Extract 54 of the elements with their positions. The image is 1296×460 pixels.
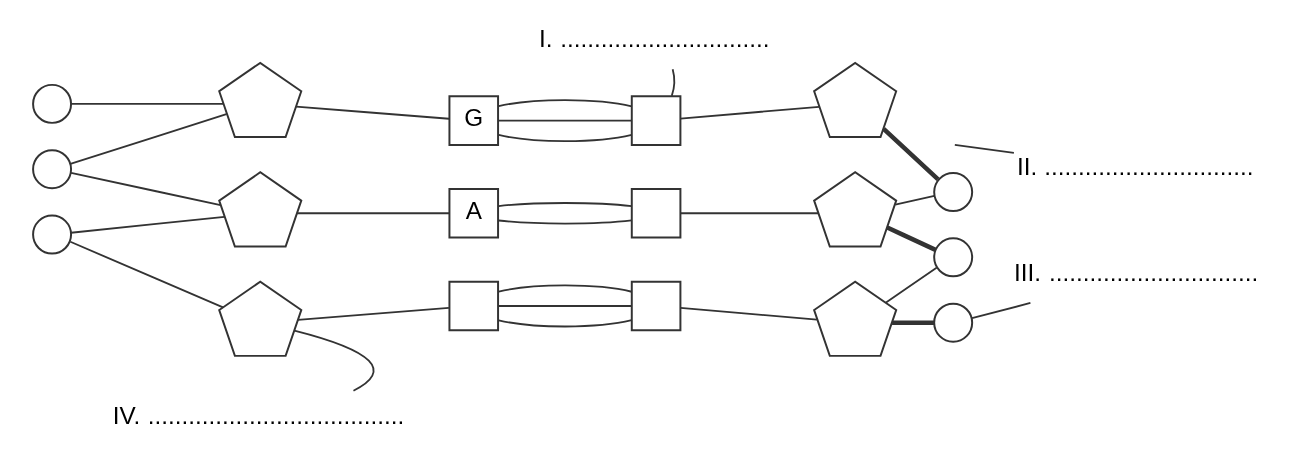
node-pentagon [812,171,897,248]
connector [497,133,633,142]
connector [884,266,937,304]
node-box [630,95,681,146]
node-pentagon [217,280,302,357]
node-circle [932,302,973,343]
connector [670,68,675,97]
connector [497,99,633,108]
connector [497,305,633,307]
node-label: ............................... [1043,152,1254,180]
connector [679,105,820,120]
connector [296,306,450,321]
node-box [447,280,499,332]
connector [893,195,935,206]
connector [68,240,224,309]
node-text: IV. [112,402,140,430]
node-box: A [447,188,499,239]
connector [881,127,940,182]
connector [69,215,225,234]
node-text: I. [538,25,553,53]
node-circle [932,237,973,278]
connector [885,225,936,252]
connector [497,319,633,328]
node-pentagon [812,61,897,139]
connector [970,302,1031,320]
connector [292,329,375,392]
connector [68,113,227,165]
node-pentagon [812,280,897,357]
node-circle [31,214,72,255]
connector [497,202,633,208]
node-circle [31,83,72,124]
node-box: G [447,95,499,146]
node-label: ...................................... [147,402,404,430]
node-box [630,188,681,239]
connector [679,307,818,321]
connector [679,212,819,215]
node-pentagon [217,61,302,139]
node-box [630,280,681,332]
node-text: III. [1013,259,1041,287]
connector [497,284,633,293]
connector [953,144,1015,154]
connector [69,172,221,206]
node-pentagon [217,171,302,248]
connector [294,105,450,120]
node-label: ............................... [559,25,770,53]
connector [891,320,934,325]
node-circle [932,172,973,212]
connector [497,119,633,122]
node-circle [31,149,72,190]
connector [497,219,633,225]
connector [295,212,450,215]
node-text: II. [1016,152,1037,180]
connector [69,102,224,105]
node-label: ............................... [1048,259,1258,287]
